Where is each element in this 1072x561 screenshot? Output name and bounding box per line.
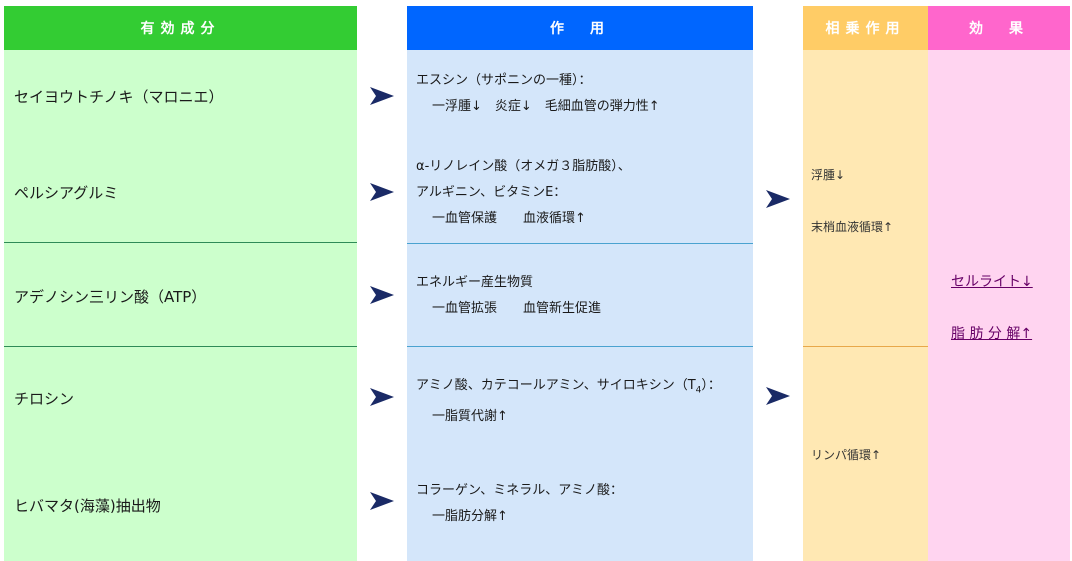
action-body: エスシン（サポニンの一種）： 一浮腫↓ 炎症↓ 毛細血管の弾力性↑ α-リノレイ… <box>407 50 753 561</box>
action-persian-walnut: α-リノレイン酸（オメガ３脂肪酸）、 アルギニン、ビタミンE： 一血管保護 血液… <box>416 154 631 232</box>
arrow-icon <box>370 183 394 201</box>
synergy-item: 浮腫↓ <box>811 168 846 182</box>
effect-body: セルライト↓ 脂 肪 分 解↑ <box>928 50 1070 561</box>
effect-cellulite: セルライト↓ <box>951 274 1033 290</box>
action-text: 一脂肪分解↑ <box>432 509 508 524</box>
effect-header: 効 果 <box>928 6 1070 50</box>
arrow-icon <box>370 388 394 406</box>
action-tyrosine: アミノ酸、カテコールアミン、サイロキシン（T4）： 一脂質代謝↑ <box>416 373 721 430</box>
action-text: アルギニン、ビタミンE： <box>416 185 567 200</box>
ingredient-tyrosine: チロシン <box>14 390 75 408</box>
action-text: コラーゲン、ミネラル、アミノ酸： <box>416 483 623 498</box>
arrow-icon <box>370 87 394 105</box>
synergy-item: リンパ循環↑ <box>811 448 882 462</box>
action-divider <box>407 243 753 244</box>
synergy-divider <box>803 346 928 347</box>
ingredients-body: セイヨウトチノキ（マロニエ） ペルシアグルミ アデノシン三リン酸（ATP） チロ… <box>4 50 357 561</box>
arrow-icon <box>370 286 394 304</box>
ingredients-header: 有効成分 <box>4 6 357 50</box>
ingredient-fucus-extract: ヒバマタ(海藻)抽出物 <box>14 497 161 515</box>
action-text: エスシン（サポニンの一種）： <box>416 73 592 88</box>
action-atp: エネルギー産生物質 一血管拡張 血管新生促進 <box>416 270 601 322</box>
ingredients-column: 有効成分 セイヨウトチノキ（マロニエ） ペルシアグルミ アデノシン三リン酸（AT… <box>4 6 357 561</box>
ingredients-divider <box>4 242 357 243</box>
ingredients-divider <box>4 346 357 347</box>
arrow-icon <box>766 387 790 405</box>
action-column: 作 用 エスシン（サポニンの一種）： 一浮腫↓ 炎症↓ 毛細血管の弾力性↑ α-… <box>407 6 753 561</box>
action-header: 作 用 <box>407 6 753 50</box>
arrow-icon <box>370 492 394 510</box>
action-text: 一血管保護 血液循環↑ <box>432 211 586 226</box>
ingredient-atp: アデノシン三リン酸（ATP） <box>14 288 207 306</box>
action-fucus-extract: コラーゲン、ミネラル、アミノ酸： 一脂肪分解↑ <box>416 478 623 530</box>
effect-column: 効 果 セルライト↓ 脂 肪 分 解↑ <box>928 6 1070 561</box>
ingredient-horse-chestnut: セイヨウトチノキ（マロニエ） <box>14 88 224 106</box>
synergy-item: 末梢血液循環↑ <box>811 220 894 234</box>
action-text: 一浮腫↓ 炎症↓ 毛細血管の弾力性↑ <box>432 99 660 114</box>
action-text: 一脂質代謝↑ <box>432 408 508 424</box>
synergy-body: 浮腫↓ 末梢血液循環↑ リンパ循環↑ <box>803 50 928 561</box>
action-text: 一血管拡張 血管新生促進 <box>432 301 602 316</box>
action-divider <box>407 346 753 347</box>
ingredient-persian-walnut: ペルシアグルミ <box>14 184 119 202</box>
synergy-header: 相乗作用 <box>803 6 928 50</box>
synergy-column: 相乗作用 浮腫↓ 末梢血液循環↑ リンパ循環↑ <box>803 6 928 561</box>
action-text: エネルギー産生物質 <box>416 275 534 290</box>
action-text: アミノ酸、カテコールアミン、サイロキシン（T4）： <box>416 378 721 396</box>
arrow-icon <box>766 190 790 208</box>
effect-lipolysis: 脂 肪 分 解↑ <box>951 326 1033 342</box>
action-text: α-リノレイン酸（オメガ３脂肪酸）、 <box>416 159 631 174</box>
action-horse-chestnut: エスシン（サポニンの一種）： 一浮腫↓ 炎症↓ 毛細血管の弾力性↑ <box>416 68 660 120</box>
